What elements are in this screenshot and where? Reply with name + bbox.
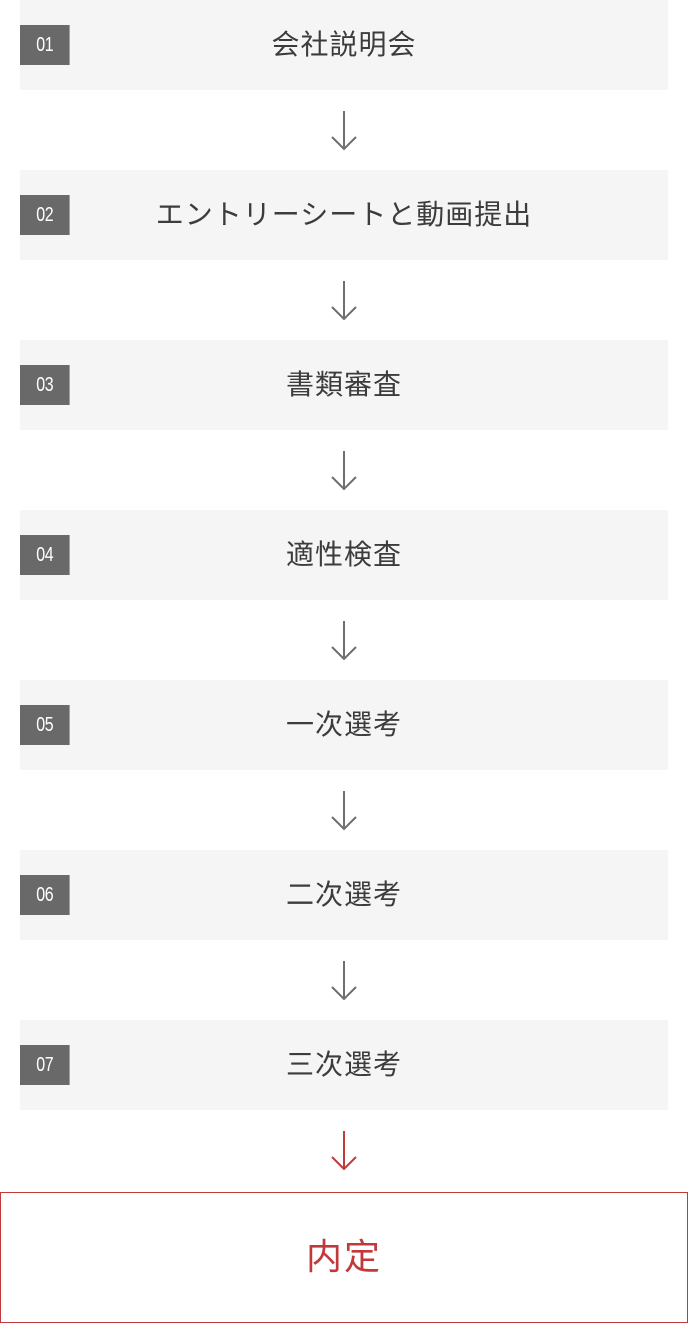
step-number-badge: 02 xyxy=(20,195,70,235)
step-number-badge: 07 xyxy=(20,1045,70,1085)
step-label: 二次選考 xyxy=(285,878,402,911)
step-number-badge: 03 xyxy=(20,365,70,405)
step-label: 適性検査 xyxy=(285,538,402,571)
flow-step-6: 06 二次選考 xyxy=(20,850,668,940)
step-label: 一次選考 xyxy=(285,708,402,741)
step-label: 書類審査 xyxy=(285,368,402,401)
arrow-down-icon xyxy=(330,619,358,663)
flow-step-2: 02 エントリーシートと動画提出 xyxy=(20,170,668,260)
step-label: 三次選考 xyxy=(285,1048,402,1081)
arrow-down-icon xyxy=(330,109,358,153)
final-offer-label: 内定 xyxy=(305,1237,382,1278)
arrow-down-icon xyxy=(330,789,358,833)
step-number-badge: 04 xyxy=(20,535,70,575)
arrow-down-red-icon xyxy=(330,1129,358,1173)
step-number-badge: 01 xyxy=(20,25,70,65)
arrow-down-icon xyxy=(330,279,358,323)
step-number-badge: 05 xyxy=(20,705,70,745)
flow-step-1: 01 会社説明会 xyxy=(20,0,668,90)
flow-step-3: 03 書類審査 xyxy=(20,340,668,430)
step-label: 会社説明会 xyxy=(271,28,417,61)
flow-step-5: 05 一次選考 xyxy=(20,680,668,770)
flow-step-4: 04 適性検査 xyxy=(20,510,668,600)
step-label: エントリーシートと動画提出 xyxy=(155,198,533,231)
arrow-down-icon xyxy=(330,959,358,1003)
flow-step-7: 07 三次選考 xyxy=(20,1020,668,1110)
step-number-badge: 06 xyxy=(20,875,70,915)
final-offer-box: 内定 xyxy=(0,1192,688,1323)
arrow-down-icon xyxy=(330,449,358,493)
